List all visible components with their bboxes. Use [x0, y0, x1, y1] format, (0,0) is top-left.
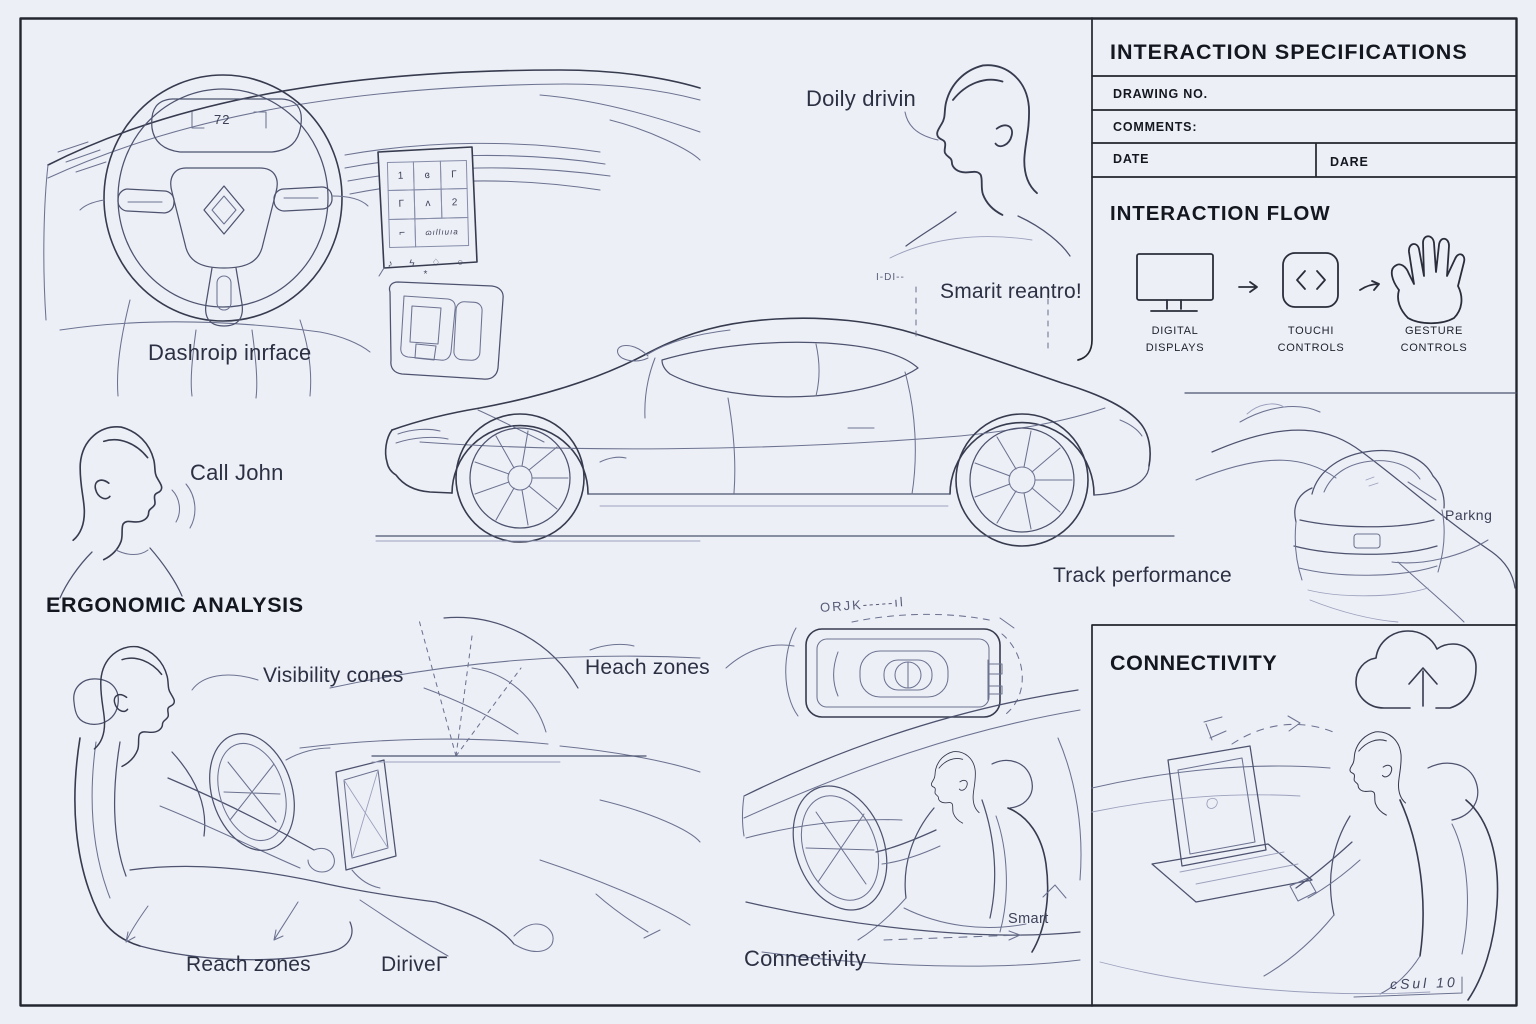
keypad-cell: 2: [440, 188, 469, 219]
main-car-sketch: [375, 286, 1175, 547]
reach-fan-dashes: [418, 619, 522, 757]
leader-arrow: [595, 893, 661, 939]
touchscreen-icon-row: ♪ ϟ ♢ ○ *: [387, 257, 471, 281]
dashboard-sketch: [43, 69, 701, 399]
scribble-text: I-DI--: [876, 272, 905, 283]
dashed-sync-arc: [1231, 723, 1339, 745]
track-performance-label: Track performance: [1053, 564, 1232, 587]
reach-zones-label: Reach zones: [186, 953, 311, 976]
cloud-upload-icon: [1355, 630, 1477, 709]
dare-label: DARE: [1330, 155, 1369, 169]
leader-line: [904, 111, 939, 141]
parking-label: Parkng: [1445, 507, 1493, 523]
ergonomic-heading: ERGONOMIC ANALYSIS: [46, 593, 304, 617]
laptop-base: [1151, 843, 1313, 903]
connectivity-label: Connectivity: [744, 946, 867, 971]
leader-line: [191, 674, 519, 735]
flow-step-label-gesture: GESTURE CONTROLS: [1400, 325, 1468, 354]
ergonomic-sketch: [73, 616, 701, 961]
flow-step-label-digital: DIGITAL DISPLAYS: [1145, 325, 1205, 354]
interaction-flow-heading: INTERACTION FLOW: [1110, 202, 1331, 225]
speech-waves-icon: [171, 483, 196, 529]
monitor-icon: [1136, 253, 1214, 312]
leader-arrow: [125, 901, 299, 943]
keypad-cell: ⌐: [387, 218, 417, 249]
comments-label: COMMENTS:: [1113, 120, 1198, 134]
sheet-frame: [19, 17, 1518, 1007]
flow-icons: [1136, 235, 1466, 325]
connectivity-heading: CONNECTIVITY: [1110, 651, 1278, 675]
parking-scene: [1195, 403, 1516, 623]
dashboard-label: Dashroip inrface: [148, 340, 312, 365]
touchscreen-console: [377, 146, 504, 380]
visibility-cones-label: Visibility cones: [263, 664, 404, 687]
reach-fan-label: Heach zones: [585, 656, 710, 679]
driver-label: DiriveΓ: [381, 953, 448, 976]
key-fob-sketch: [725, 613, 1023, 718]
date-label: DATE: [1113, 152, 1150, 166]
touchscreen-keypad: 1 ɞ Γ Γ ʌ 2 ⌐ ɷıllıuıa: [386, 159, 470, 249]
flow-step-label-touch: TOUCHI CONTROLS: [1277, 325, 1345, 354]
keypad-cell: Γ: [439, 159, 469, 190]
keypad-cell: ʌ: [413, 188, 443, 220]
hand-icon: [1390, 235, 1466, 325]
keypad-cell: Γ: [387, 189, 416, 220]
keypad-cell: ɞ: [413, 160, 442, 191]
daily-driving-figure: [889, 64, 1071, 259]
call-john-label: Call John: [190, 460, 284, 485]
interior-driver-scene: [741, 689, 1082, 967]
dashed-path: [883, 934, 1021, 941]
title-block-title: INTERACTION SPECIFICATIONS: [1110, 40, 1468, 64]
voice-command-figure: [59, 426, 196, 599]
smart-label: Smart: [1008, 911, 1049, 927]
daily-driving-label: Doily drivin: [806, 86, 916, 111]
laptop-screen: [1167, 745, 1267, 867]
cluster-speed-readout: 72: [214, 112, 231, 127]
arrow-right-icon: [1359, 280, 1380, 291]
keypad-cell: 1: [386, 160, 415, 192]
signature: cSul 10: [1389, 973, 1458, 993]
keypad-cell: ɷıllıuıa: [414, 216, 470, 248]
arrow-right-icon: [1238, 281, 1258, 293]
drawing-no-label: DRAWING NO.: [1113, 87, 1208, 101]
connectivity-scene: [1091, 630, 1499, 1001]
touch-icon: [1282, 252, 1339, 308]
smart-restore-label: Smarit reantro!: [940, 280, 1082, 303]
signature-underline: [1353, 976, 1463, 998]
leader-line: [1391, 481, 1489, 564]
